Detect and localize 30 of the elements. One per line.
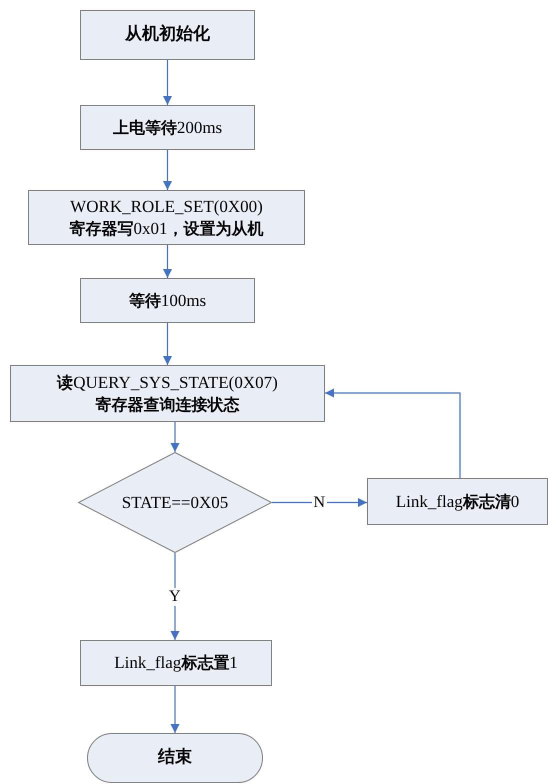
step-label: 等待100ms (128, 290, 206, 312)
end-terminator (87, 733, 263, 783)
step-label: STATE==0X05 (122, 492, 228, 514)
arrow (272, 498, 367, 507)
step-label: 寄存器写0x01，设置为从机 (70, 218, 264, 239)
process-box (28, 190, 305, 245)
step-label: Link_flag标志清0 (396, 490, 520, 512)
step-label: 寄存器查询连接状态 (96, 394, 240, 415)
step-label: 从机初始化 (125, 24, 210, 46)
arrow (163, 150, 172, 190)
process-box (80, 105, 255, 150)
arrow (170, 422, 180, 452)
step-label: 上电等待200ms (112, 116, 222, 138)
decision-diamond (78, 452, 272, 553)
arrow (170, 686, 180, 733)
process-box (367, 478, 548, 525)
process-box (80, 278, 255, 323)
process-box (80, 640, 272, 686)
arrow (325, 388, 461, 478)
edge-label: Y (167, 588, 183, 606)
arrow (163, 245, 172, 278)
process-box (80, 10, 255, 60)
step-label: WORK_ROLE_SET(0X00) (70, 196, 263, 218)
step-label: 结束 (158, 747, 192, 769)
step-label: Link_flag标志置1 (114, 652, 238, 674)
arrow (163, 60, 172, 105)
arrow (163, 323, 172, 365)
process-box (10, 365, 325, 422)
arrow (170, 553, 180, 640)
step-label: 读QUERY_SYS_STATE(0X07) (57, 372, 278, 394)
